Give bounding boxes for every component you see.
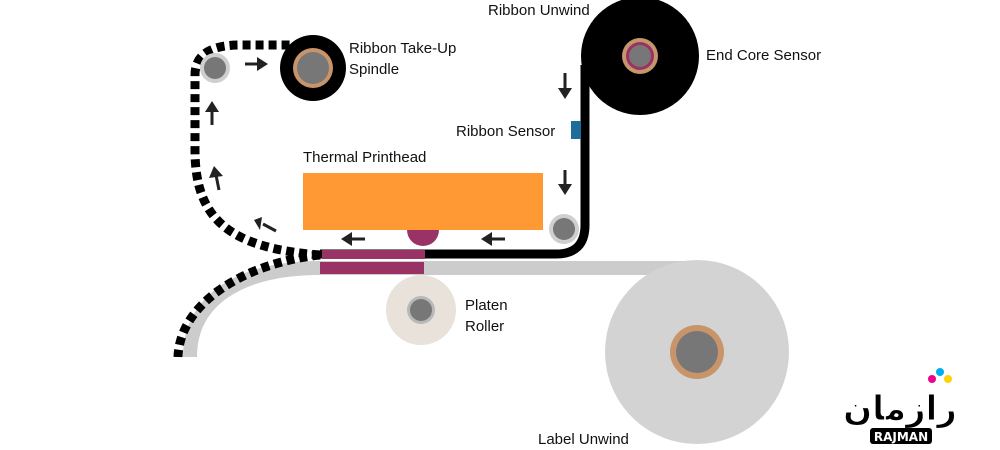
logo-dot-yellow [944,375,952,383]
label-ribbon-unwind: Ribbon Unwind [488,2,590,19]
used-ribbon-path [190,40,321,260]
label-end-core-sensor: End Core Sensor [706,47,821,64]
arrow-left-icon [481,232,505,246]
label-ribbon-take-up-line1: Ribbon Take-Up [349,40,456,57]
label-ribbon-sensor: Ribbon Sensor [456,123,555,140]
logo-script: رازمان [843,389,957,429]
arrow-down-icon [558,170,572,195]
ribbon-guide-roller [549,214,579,244]
logo-wordmark: RAJMAN [874,430,928,444]
ribbon-sensor [571,121,581,139]
label-label-unwind: Label Unwind [538,431,629,448]
label-ribbon-take-up-line2: Spindle [349,61,399,78]
label-platen-line2: Roller [465,318,504,335]
ribbon-take-up-spindle [280,35,346,101]
arrow-icons [205,57,572,246]
take-up-idler-roller [200,53,230,83]
print-zone-bottom [320,262,424,274]
print-zone-top [322,250,425,259]
printhead-dot [407,230,439,246]
ribbon-path [425,65,590,259]
label-unwind-roll [605,260,789,444]
arrow-up-icon [209,166,223,191]
logo-dot-cyan [936,368,944,376]
arrow-down-icon [558,73,572,99]
logo-wordmark-bg [870,428,932,444]
label-platen-line1: Platen [465,297,508,314]
logo-dot-magenta [928,375,936,383]
rajman-logo: رازمان RAJMAN [843,368,957,444]
ribbon-unwind-roll [581,0,699,115]
arrow-left-icon [341,232,365,246]
label-thermal-printhead: Thermal Printhead [303,149,426,166]
arrow-right-icon [245,57,268,71]
platen-roller [386,275,456,345]
arrow-up-icon [205,101,219,125]
arrow-up-left-icon [254,217,277,233]
thermal-printhead [303,173,543,230]
